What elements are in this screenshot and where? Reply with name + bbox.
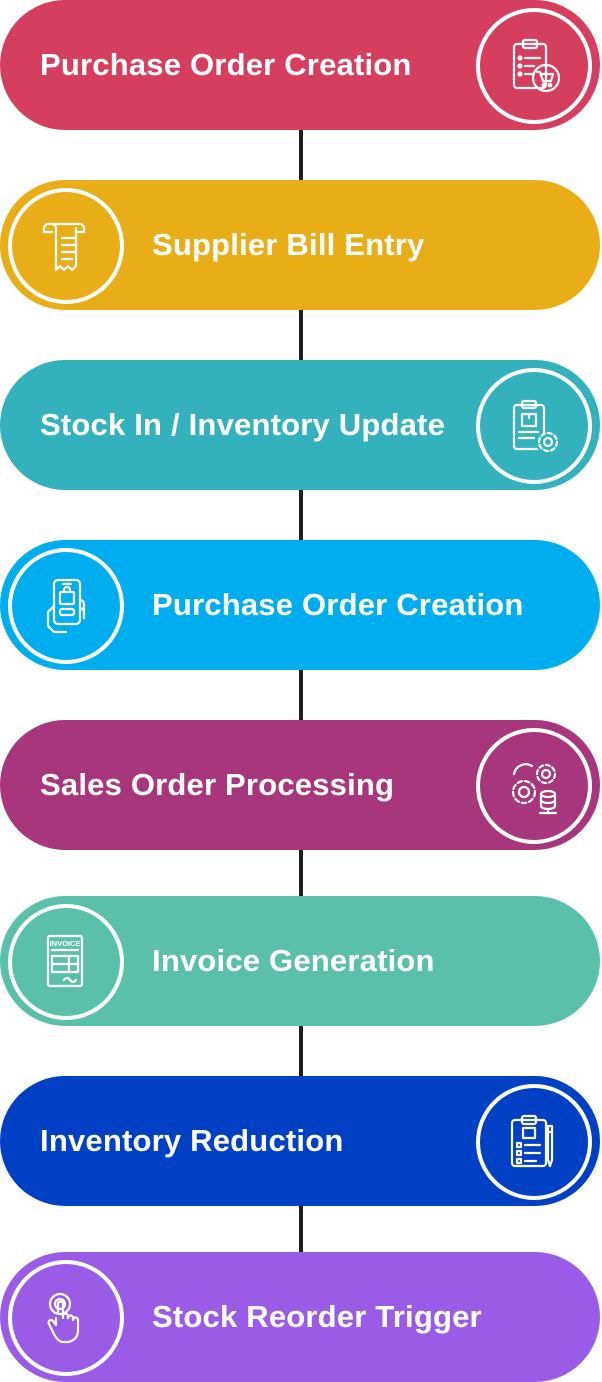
clipboard-gear-icon: [476, 368, 592, 484]
connector-line: [299, 128, 303, 184]
connector-line: [299, 1204, 303, 1256]
step-label: Purchase Order Creation: [40, 47, 412, 82]
connector-line: [299, 848, 303, 900]
gears-database-icon: [476, 728, 592, 844]
receipt-icon: [8, 188, 124, 304]
step-supplier-bill-entry: Supplier Bill Entry: [0, 180, 600, 310]
step-stock-reorder-trigger: Stock Reorder Trigger: [0, 1252, 600, 1382]
clipboard-cart-icon: [476, 8, 592, 124]
touch-hand-icon: [8, 1260, 124, 1376]
invoice-icon: INVOICE: [8, 904, 124, 1020]
step-sales-order-processing: Sales Order Processing: [0, 720, 600, 850]
step-purchase-order-creation-2: Purchase Order Creation: [0, 540, 600, 670]
step-purchase-order-creation: Purchase Order Creation: [0, 0, 600, 130]
invoice-icon-text: INVOICE: [50, 939, 81, 948]
step-stock-in-inventory-update: Stock In / Inventory Update: [0, 360, 600, 490]
step-inventory-reduction: Inventory Reduction: [0, 1076, 600, 1206]
step-label: Stock Reorder Trigger: [152, 1299, 482, 1334]
step-label: Stock In / Inventory Update: [40, 407, 446, 442]
phone-shopping-icon: [8, 548, 124, 664]
connector-line: [299, 488, 303, 544]
step-invoice-generation: Invoice Generation INVOICE: [0, 896, 600, 1026]
step-label: Sales Order Processing: [40, 767, 395, 802]
connector-line: [299, 668, 303, 724]
step-label: Inventory Reduction: [40, 1123, 344, 1158]
step-label: Purchase Order Creation: [152, 587, 524, 622]
step-label: Invoice Generation: [152, 943, 435, 978]
clipboard-pen-icon: [476, 1084, 592, 1200]
connector-line: [299, 308, 303, 364]
step-label: Supplier Bill Entry: [152, 227, 425, 262]
connector-line: [299, 1024, 303, 1080]
